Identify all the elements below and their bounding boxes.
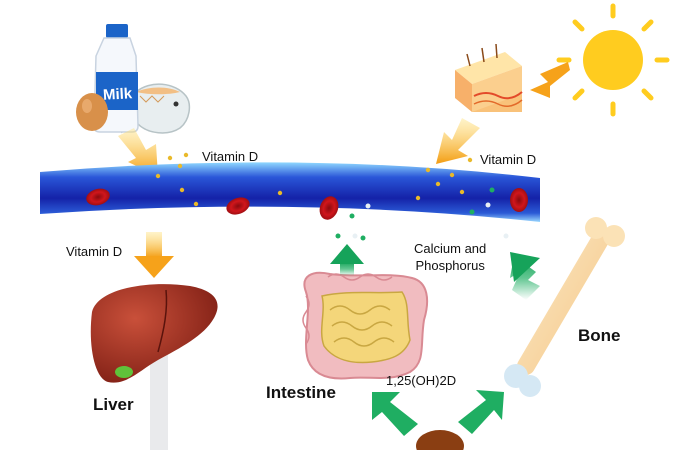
- intestine-to-blood-arrow: [330, 244, 364, 276]
- kidney-icon: [416, 430, 464, 450]
- sun-icon: [556, 3, 670, 117]
- vitamin-d-skin-label: Vitamin D: [480, 152, 537, 167]
- egg-icon: [76, 93, 108, 131]
- red-blood-cell-icon: [86, 188, 528, 220]
- vitamin-d-liver-label: Vitamin D: [66, 244, 123, 259]
- calcium-phosphorus-particles: [335, 187, 509, 241]
- blood-to-liver-arrow: [134, 232, 174, 278]
- liver-icon: [90, 284, 218, 450]
- liver-label: Liver: [93, 395, 134, 414]
- intestine-icon: [302, 271, 429, 380]
- vitamin-d-dietary-label: Vitamin D: [202, 149, 259, 164]
- calcium-label-line2: Phosphorus: [415, 258, 485, 273]
- milk-label: Milk: [102, 85, 133, 104]
- bone-label: Bone: [578, 326, 621, 345]
- calcium-phosphorus-label: Calcium and Phosphorus: [414, 240, 486, 274]
- calcium-label-line1: Calcium and: [414, 241, 487, 256]
- blood-vessel-icon: [40, 162, 540, 222]
- calcitriol-label: 1,25(OH)2D: [386, 373, 457, 388]
- skin-to-blood-arrow: [436, 118, 480, 164]
- bone-icon: [504, 217, 625, 397]
- sun-to-skin-arrow: [530, 62, 570, 98]
- food-to-blood-arrow: [118, 128, 158, 176]
- vitamin-d-particles: [155, 152, 473, 207]
- bone-to-blood-arrow: [510, 252, 540, 300]
- intestine-label: Intestine: [266, 383, 336, 402]
- kidney-to-intestine-arrow: [372, 392, 418, 436]
- kidney-to-bone-arrow: [458, 390, 504, 434]
- skin-icon: [455, 43, 523, 112]
